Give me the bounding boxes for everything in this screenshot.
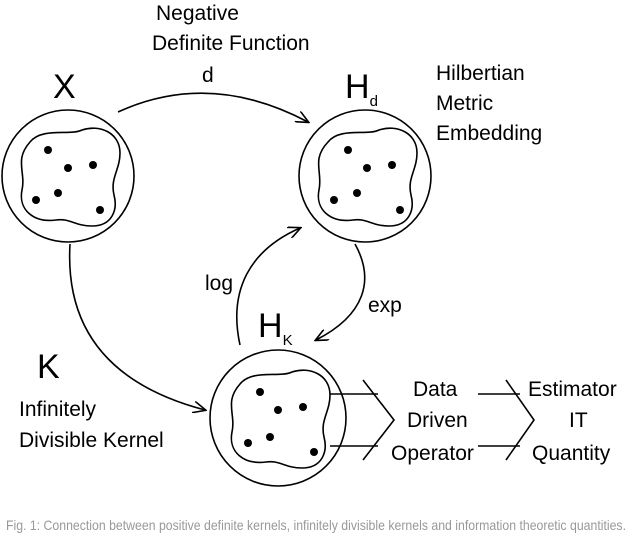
infinitely-label-line2: Divisible Kernel [19,429,164,452]
flow-chevron-2 [505,379,535,461]
hk-point-3 [299,403,307,411]
x-space-label: X [53,68,76,106]
x-point-6 [96,206,104,214]
hk-point-1 [256,388,264,396]
estimator-label-line2: IT [569,409,588,432]
figure-caption: Fig. 1: Connection between positive defi… [6,517,626,533]
x-point-1 [44,146,52,154]
log-label: log [205,272,233,295]
arrow-log [236,228,300,346]
arrow-k [68,243,205,410]
hk-space-label: HK [258,307,293,349]
hk-space-blob [230,369,331,469]
x-point-2 [64,164,72,172]
hd-point-4 [353,189,361,197]
x-point-4 [54,189,62,197]
data-driven-label-line3: Operator [391,442,474,465]
hk-point-5 [244,439,252,447]
x-point-5 [32,196,40,204]
hd-point-3 [388,161,396,169]
hd-point-2 [363,164,371,172]
estimator-label-line3: Quantity [532,442,611,465]
hd-point-1 [344,146,352,154]
negative-definite-label-line1: Negative [156,2,239,25]
hk-point-4 [266,433,274,441]
arrow-x-to-hd [117,92,308,122]
x-space-blob [20,127,121,227]
hilbertian-label-line2: Metric [436,92,493,115]
hk-point-6 [310,448,318,456]
arrow-exp [316,243,366,340]
hilbertian-label-line1: Hilbertian [436,62,525,85]
x-point-3 [89,161,97,169]
k-kernel-label: K [37,348,60,386]
hd-point-6 [396,206,404,214]
data-driven-label-line2: Driven [407,409,468,432]
exp-label: exp [368,294,402,317]
data-driven-label-line1: Data [413,378,458,401]
infinitely-label-line1: Infinitely [19,398,97,421]
estimator-label-line1: Estimator [528,378,617,401]
hk-point-2 [274,406,282,414]
d-function-label: d [202,64,214,87]
hilbertian-label-line3: Embedding [436,122,542,145]
hd-point-5 [330,196,338,204]
negative-definite-label-line2: Definite Function [152,32,310,55]
hd-space-label: Hd [345,68,378,110]
flow-chevron-1 [362,379,396,461]
hd-space-blob [317,127,418,227]
